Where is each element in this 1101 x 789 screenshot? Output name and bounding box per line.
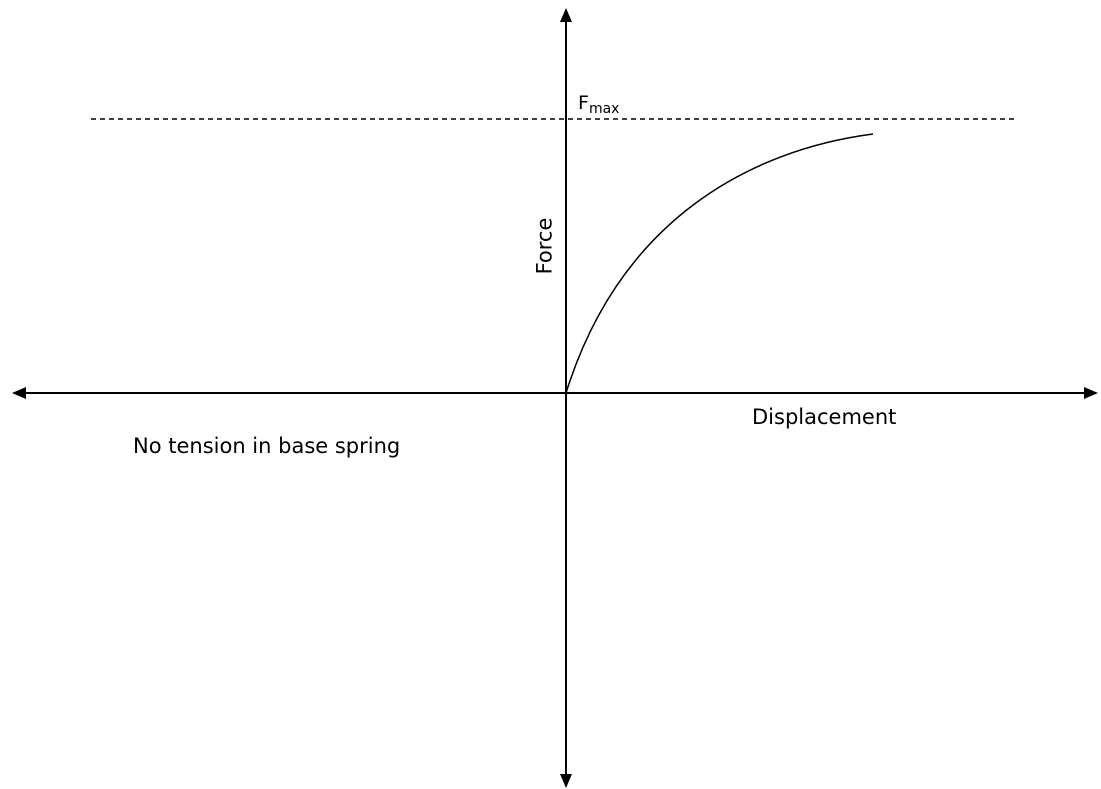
no-tension-note: No tension in base spring [133,434,401,458]
fmax-label: Fmax [578,92,619,117]
y-axis-label: Force [532,217,557,275]
fmax-label-subscript: max [588,101,620,117]
x-axis-label: Displacement [752,405,897,429]
force-displacement-curve [565,133,874,394]
fmax-label-base: F [578,92,589,114]
